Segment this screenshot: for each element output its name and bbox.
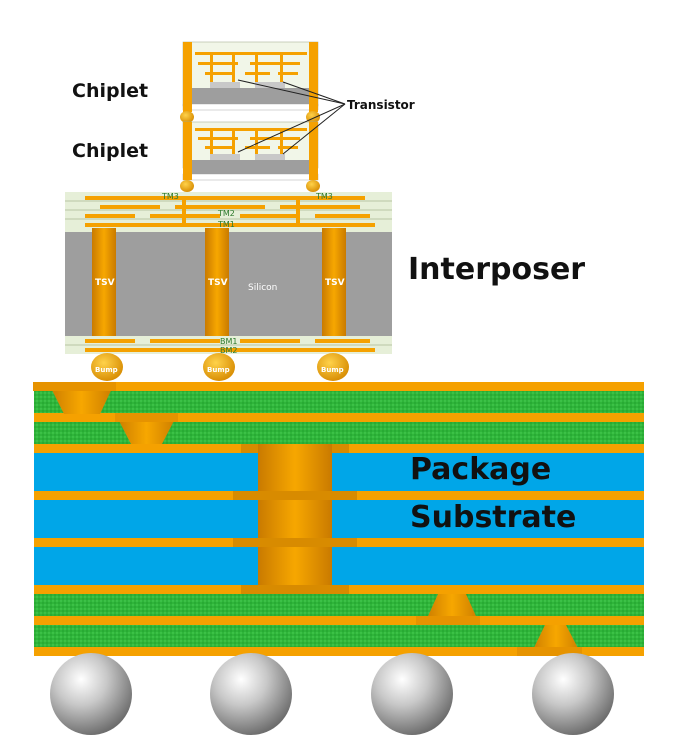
silicon-label: Silicon [248,283,277,293]
layer-tm1: TM1 [217,220,235,229]
layer-tm2: TM2 [217,209,235,218]
transistor-pointers [237,79,346,155]
chiplet-bottom [180,121,320,192]
interposer-label: Interposer [408,252,586,287]
substrate-label: Substrate [410,500,577,535]
chiplet-label-top: Chiplet [72,80,149,102]
bump-label-1: Bump [95,366,118,374]
solder-balls [50,653,614,735]
chiplet-label-bottom: Chiplet [72,140,149,162]
tsv-label-3: TSV [325,278,345,288]
tsv-label-2: TSV [208,278,228,288]
package-substrate [33,382,644,656]
layer-bm2: BM2 [220,346,237,355]
layer-tm3-right: TM3 [315,192,333,201]
tsv-label-1: TSV [95,278,115,288]
layer-bm1: BM1 [220,337,237,346]
chiplet-top [180,41,320,123]
package-label: Package [410,452,552,487]
layer-tm3-left: TM3 [161,192,179,201]
transistor-label: Transistor [347,98,415,112]
interposer: TM3 TM3 TM2 TM1 Silicon TSV TSV TSV BM1 … [65,192,392,381]
bump-label-2: Bump [207,366,230,374]
bump-label-3: Bump [321,366,344,374]
